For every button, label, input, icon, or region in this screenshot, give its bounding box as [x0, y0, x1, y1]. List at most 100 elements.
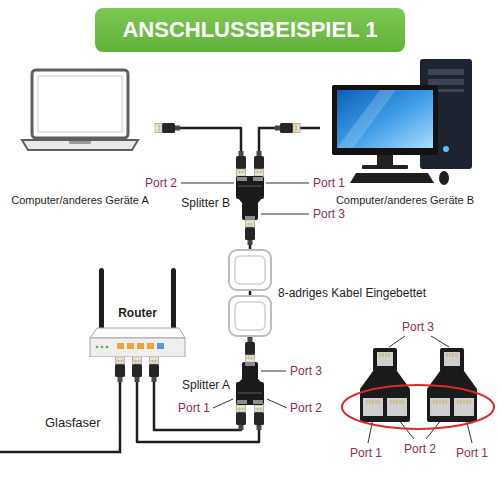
rj45-plug: [115, 357, 125, 382]
splitter-node: Splitter B: [236, 176, 264, 220]
leader-lines-part: [267, 399, 287, 408]
port-label: Port 1: [313, 176, 345, 190]
router-icon-part: [106, 346, 109, 349]
desktop-icon: [320, 55, 490, 193]
rj45-plug: [245, 220, 255, 245]
port-label: Port 2: [145, 176, 177, 190]
fiber-cable: [0, 380, 120, 452]
splitter-symbol-part: [245, 362, 255, 366]
router-node: Router: [85, 268, 190, 357]
splitter-illustration-part: [444, 352, 460, 366]
port-label: Port 1: [350, 446, 382, 460]
wall-plate: [229, 296, 271, 336]
desktop-icon-part: [337, 90, 433, 148]
laptop-icon-part: [38, 76, 122, 132]
highlight-ellipse: [342, 385, 494, 429]
router-icon-part: [99, 268, 104, 332]
desktop-icon-part: [350, 173, 434, 183]
leader-lines-part: [266, 183, 309, 184]
port-label: Port 2: [404, 442, 436, 456]
wall-plate-part: [229, 250, 271, 290]
laptop-icon: [5, 62, 155, 193]
router-icon-part: [127, 343, 134, 349]
splitter-illustration-part: [367, 400, 403, 404]
rj45-plug: [132, 357, 142, 382]
splitter-illustration-part: [427, 388, 477, 422]
splitter-symbol: [236, 362, 264, 405]
desktop-icon-part: [332, 85, 438, 155]
splitter-symbol-part: [236, 176, 264, 199]
splitter-symbol-part: [236, 382, 264, 405]
network-cable: [155, 128, 241, 176]
laptop-node: Computer/anderes Geräte A: [5, 62, 155, 207]
rj45-plug: [254, 405, 264, 430]
rj45-plug: [254, 151, 264, 176]
leader-lines-part: [431, 336, 449, 347]
wall-plate-part: [229, 296, 271, 336]
rj45-plug: [149, 357, 159, 382]
router-icon-part: [101, 346, 104, 349]
splitter-symbol-part: [253, 177, 263, 181]
splitter-symbol-part: [237, 177, 247, 181]
splitter-symbol-part: [242, 362, 258, 380]
leader-lines-part: [213, 399, 233, 408]
port-label: Port 3: [290, 364, 322, 378]
splitter-symbol-part: [238, 185, 262, 187]
leader-lines-part: [389, 336, 405, 347]
cable-group: [137, 128, 320, 442]
desktop-icon-part: [362, 165, 408, 169]
port-label: Port 1: [456, 446, 488, 460]
laptop-icon-part: [32, 70, 128, 138]
rj45-plug: [245, 337, 255, 362]
splitter-illustration-part: [447, 353, 456, 357]
splitter-symbol-part: [242, 202, 258, 220]
splitter-illustration-part: [434, 400, 470, 404]
splitter-symbol-part: [238, 392, 262, 394]
desktop-icon-part: [428, 69, 464, 75]
router-icon-part: [90, 328, 185, 338]
splitter-node: Splitter A: [236, 362, 264, 405]
splitter-symbol: [236, 176, 264, 220]
splitter-symbol-part: [237, 400, 247, 404]
laptop-icon-part: [69, 141, 91, 144]
splitter-illustration-part: [373, 348, 397, 372]
node-label: Splitter A: [182, 378, 230, 392]
leader-lines-part: [368, 419, 373, 443]
rj45-plug: [236, 151, 246, 176]
port-label: Port 2: [290, 401, 322, 415]
leader-lines-part: [261, 371, 286, 372]
wall-plate-part: [235, 256, 265, 284]
router-icon-part: [147, 343, 154, 349]
splitter-illustration-part: [440, 348, 464, 372]
network-cable: [154, 357, 241, 430]
router-icon-part: [96, 346, 99, 349]
splitter-illustration-part: [360, 388, 410, 422]
title-text: ANSCHLUSSBEISPIEL 1: [122, 17, 377, 43]
device-label: Computer/anderes Geräte A: [11, 193, 149, 207]
desktop-icon-part: [443, 146, 449, 152]
title-banner: ANSCHLUSSBEISPIEL 1: [95, 8, 405, 52]
desktop-icon-part: [337, 90, 396, 148]
router-icon-part: [157, 343, 164, 349]
network-cable: [259, 128, 320, 176]
device-label: Computer/anderes Geräte B: [336, 193, 474, 207]
splitter-symbol-part: [253, 400, 263, 404]
wall-plate-part: [235, 302, 265, 330]
desktop-icon-part: [428, 79, 464, 85]
port-label: Port 3: [402, 320, 434, 334]
splitter-symbol-part: [245, 216, 255, 220]
laptop-icon-part: [22, 140, 138, 150]
desktop-icon-part: [439, 171, 449, 185]
rj45-plug: [155, 123, 180, 133]
port-label: Port 1: [178, 401, 210, 415]
splitter-illustration-part: [380, 353, 389, 357]
rj45-plug: [275, 123, 300, 133]
leader-lines-part: [261, 214, 309, 215]
wall-plate: [229, 250, 271, 290]
router-icon-part: [117, 343, 124, 349]
rj45-plug: [236, 405, 246, 430]
node-label: Splitter B: [181, 196, 230, 210]
desktop-node: Computer/anderes Geräte B: [320, 55, 490, 207]
router-icon-part: [90, 338, 185, 357]
